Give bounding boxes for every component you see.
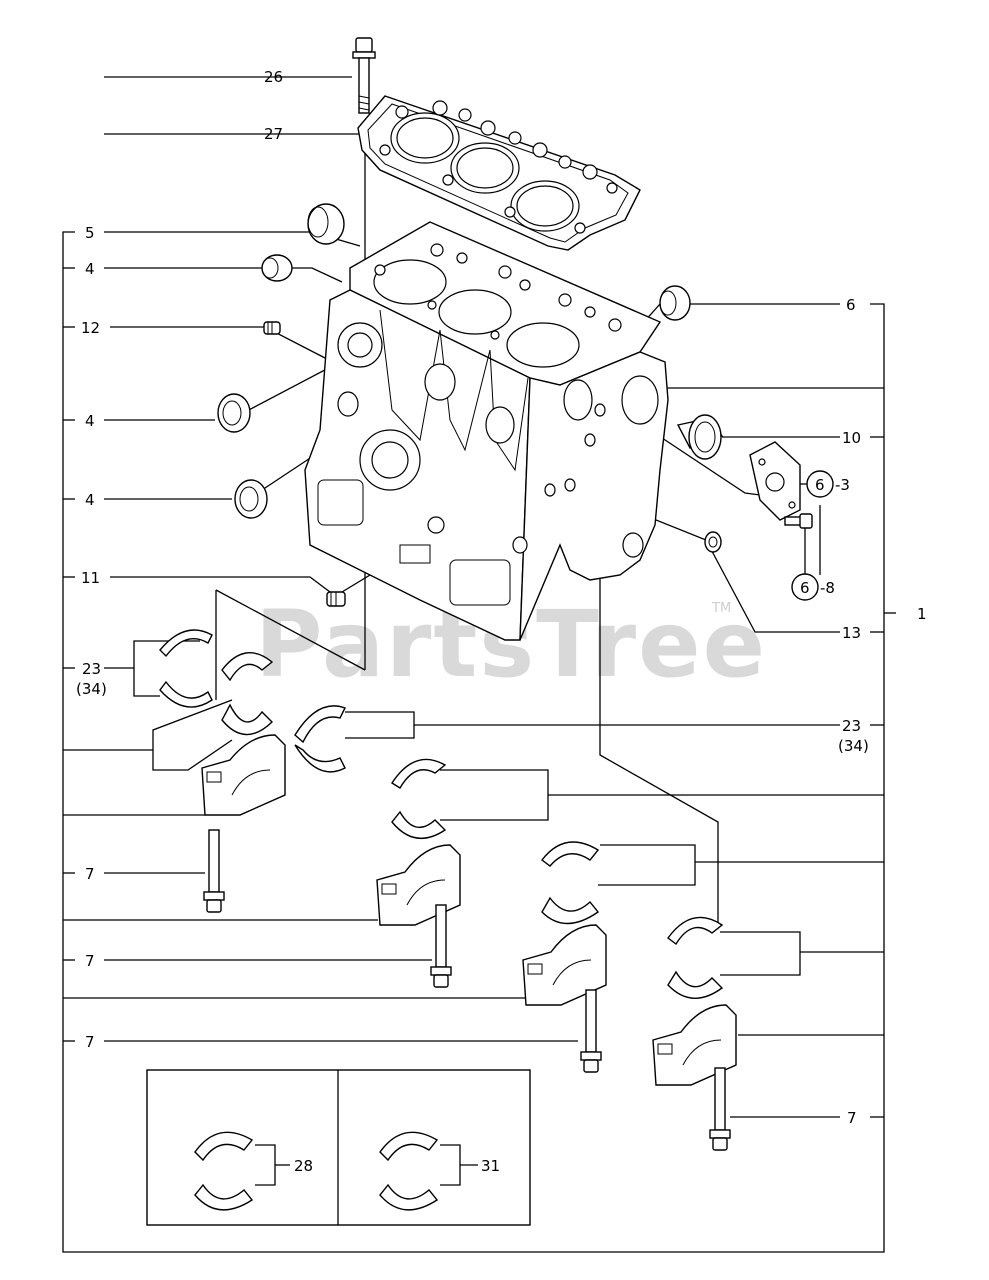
circled-callout-6-3 bbox=[800, 470, 834, 498]
head-bolt-26 bbox=[352, 37, 376, 114]
plug-6 bbox=[659, 285, 691, 321]
washer-13 bbox=[704, 531, 722, 553]
bearing-pair-31 bbox=[379, 1131, 439, 1211]
bearing-upper-left bbox=[221, 652, 274, 736]
callout-7-c: 7 bbox=[85, 1033, 95, 1051]
callout-26: 26 bbox=[264, 68, 283, 86]
callout-12: 12 bbox=[81, 319, 100, 337]
thrust-washer-23-left bbox=[159, 629, 213, 708]
circled-callout-6-8 bbox=[791, 528, 819, 601]
callout-6-3-number: 6 bbox=[815, 476, 825, 494]
bearing-pair-2 bbox=[391, 758, 447, 839]
callout-labels: 26 27 5 4 12 4 4 11 23 (34) 6 10 6 -3 6 … bbox=[76, 68, 927, 1175]
callout-7-d: 7 bbox=[847, 1109, 857, 1127]
bushing-10 bbox=[676, 414, 724, 460]
callout-6-3-suffix: -3 bbox=[835, 476, 850, 494]
callout-28: 28 bbox=[294, 1157, 313, 1175]
bearing-pair-28 bbox=[194, 1131, 254, 1211]
callout-4-lower: 4 bbox=[85, 491, 95, 509]
bolt-7-d bbox=[709, 1067, 731, 1151]
callout-4-middle: 4 bbox=[85, 412, 95, 430]
plug-4-top bbox=[261, 254, 293, 282]
bolt-7-a bbox=[203, 829, 225, 913]
callout-7-a: 7 bbox=[85, 865, 95, 883]
head-gasket-27 bbox=[357, 95, 641, 251]
callout-5: 5 bbox=[85, 224, 95, 242]
callout-1: 1 bbox=[917, 605, 927, 623]
bearing-pair-4 bbox=[667, 916, 724, 999]
bolt-7-b bbox=[430, 904, 452, 988]
plug-11 bbox=[326, 591, 346, 607]
assembly-bracket bbox=[62, 231, 896, 1253]
plug-12 bbox=[263, 321, 281, 335]
main-bearing-cap-1 bbox=[201, 734, 286, 816]
bolt-6-8 bbox=[784, 513, 813, 529]
callout-7-b: 7 bbox=[85, 952, 95, 970]
cover-plate bbox=[749, 441, 801, 521]
callout-23-left-alt: (34) bbox=[76, 680, 107, 698]
callout-27: 27 bbox=[264, 125, 283, 143]
callout-23-left: 23 bbox=[82, 660, 101, 678]
inset-box bbox=[146, 1069, 531, 1226]
callout-11: 11 bbox=[81, 569, 100, 587]
bolt-7-c bbox=[580, 989, 602, 1073]
seal-4-middle bbox=[217, 393, 251, 433]
callout-6: 6 bbox=[846, 296, 856, 314]
callout-31: 31 bbox=[481, 1157, 500, 1175]
callout-13: 13 bbox=[842, 624, 861, 642]
cylinder-block bbox=[304, 221, 669, 641]
callout-6-8-suffix: -8 bbox=[820, 579, 835, 597]
bearing-pair-3 bbox=[541, 841, 600, 925]
callout-10: 10 bbox=[842, 429, 861, 447]
callout-23-right-alt: (34) bbox=[838, 737, 869, 755]
main-bearing-cap-2 bbox=[376, 844, 461, 926]
seal-4-lower bbox=[234, 479, 268, 519]
thrust-washer-23-right bbox=[294, 705, 346, 773]
callout-6-8-number: 6 bbox=[800, 579, 810, 597]
callout-4-top: 4 bbox=[85, 260, 95, 278]
watermark-tm: TM bbox=[711, 601, 731, 616]
callout-23-right: 23 bbox=[842, 717, 861, 735]
plug-5 bbox=[307, 203, 345, 245]
